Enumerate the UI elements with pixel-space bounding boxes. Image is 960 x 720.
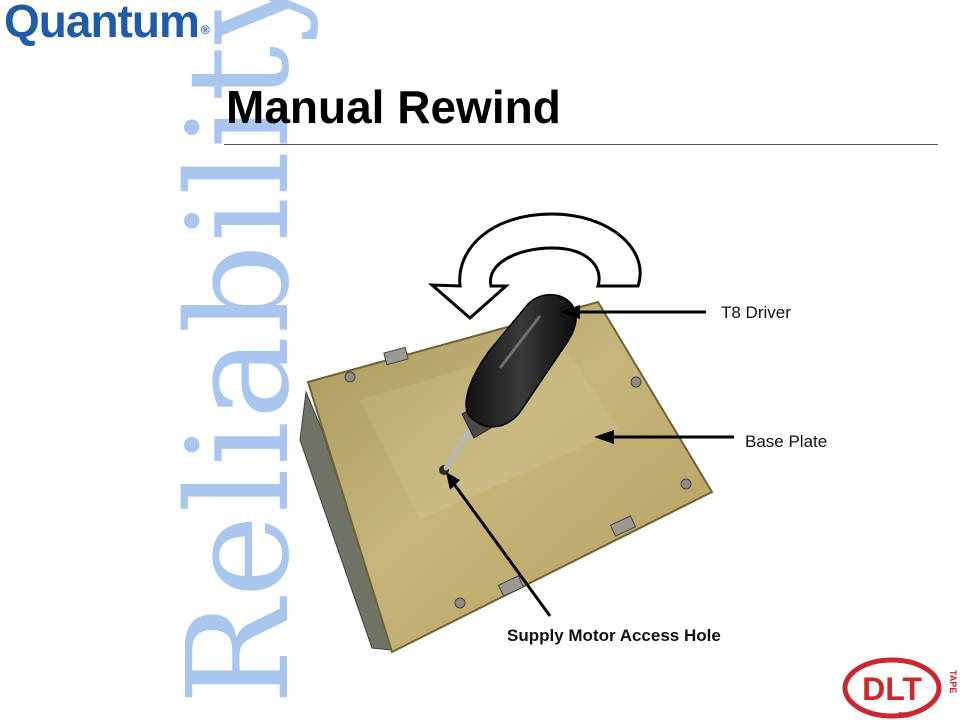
slide-title: Manual Rewind (226, 81, 561, 133)
callout-hole-pointer (446, 472, 552, 617)
base-plate-label: Base Plate (745, 432, 828, 451)
driver-handle-highlight (498, 315, 542, 369)
tab (383, 346, 409, 366)
dlt-logo-text: DLT (862, 671, 922, 707)
rotation-arrow-icon (427, 212, 642, 320)
drive-side (299, 390, 393, 651)
screw (630, 376, 642, 388)
title-rule (224, 144, 938, 145)
dlt-tape-logo: DLT TAPE TM (842, 657, 958, 720)
tab (497, 575, 525, 597)
tab (609, 515, 637, 537)
screw (344, 371, 356, 383)
screw (680, 478, 692, 490)
registered-mark: ® (200, 23, 210, 37)
quantum-logo: Quantum® (4, 0, 210, 47)
callout-t8-pointer (560, 305, 706, 319)
callout-base-pointer (594, 430, 734, 444)
screw (454, 597, 466, 609)
plate-sheen (360, 340, 620, 520)
dlt-logo-side-text: TAPE (948, 670, 958, 693)
access-hole-label: Supply Motor Access Hole (507, 626, 721, 645)
dlt-logo-tm: TM (898, 711, 910, 720)
base-plate (306, 300, 714, 654)
t8-driver-label: T8 Driver (721, 303, 791, 322)
quantum-logo-text: Quantum (4, 0, 200, 47)
